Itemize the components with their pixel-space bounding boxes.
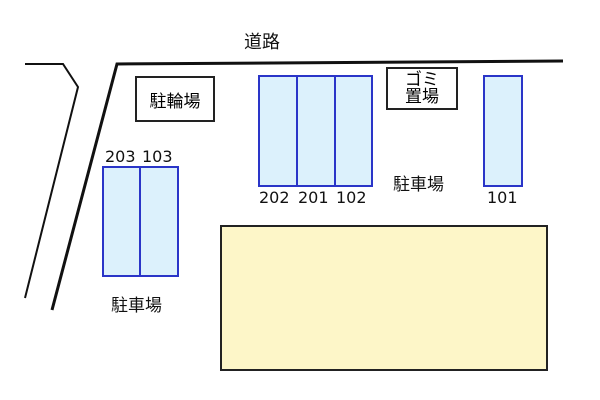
parking-spot-101 — [483, 75, 523, 187]
parking-spot-201 — [296, 75, 336, 187]
spot-label-201: 201 — [298, 188, 329, 207]
parking-spot-203 — [102, 166, 141, 277]
parking-spot-102 — [334, 75, 373, 187]
garbage-area: ゴミ 置場 — [386, 67, 458, 110]
spot-label-103: 103 — [142, 147, 173, 166]
spot-label-102: 102 — [336, 188, 367, 207]
parking-label-left: 駐車場 — [111, 296, 162, 316]
spot-label-101: 101 — [487, 188, 518, 207]
building — [220, 225, 548, 371]
parking-spot-202 — [258, 75, 298, 187]
garbage-label-1: ゴミ — [405, 69, 439, 90]
parking-spot-103 — [139, 166, 179, 277]
bicycle-parking: 駐輪場 — [135, 76, 215, 122]
spot-label-202: 202 — [259, 188, 290, 207]
parking-label-center: 駐車場 — [393, 175, 444, 195]
spot-label-203: 203 — [105, 147, 136, 166]
garbage-label-2: 置場 — [405, 86, 439, 107]
road-label: 道路 — [244, 32, 280, 53]
